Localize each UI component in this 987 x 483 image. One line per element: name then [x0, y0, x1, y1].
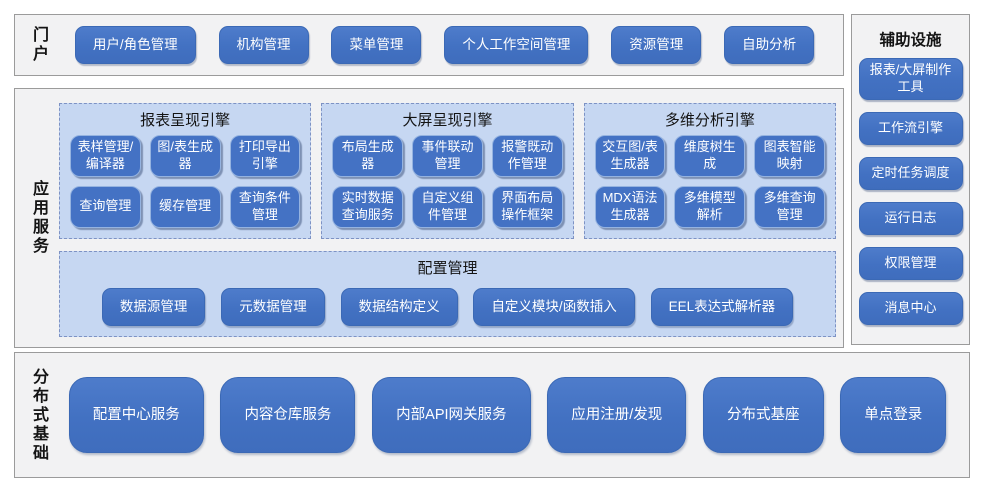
bigscreen-engine-button[interactable]: 实时数据查询服务 [332, 185, 404, 228]
report-engine-title: 报表呈现引擎 [140, 112, 231, 129]
auxiliary-facilities-title: 辅助设施 [879, 32, 942, 49]
distributed-base-section: 分布式基础 配置中心服务内容仓库服务内部API网关服务应用注册/发现分布式基座单… [14, 352, 970, 478]
olap-engine-title: 多维分析引擎 [664, 112, 755, 129]
bigscreen-engine-title: 大屏呈现引擎 [402, 112, 493, 129]
auxiliary-button[interactable]: 权限管理 [858, 246, 963, 280]
portal-button[interactable]: 资源管理 [611, 26, 702, 64]
app-services-content: 报表呈现引擎 表样管理/编译器图/表生成器打印导出引擎查询管理缓存管理查询条件管… [59, 103, 836, 337]
auxiliary-button[interactable]: 运行日志 [858, 201, 963, 235]
report-engine-panel: 报表呈现引擎 表样管理/编译器图/表生成器打印导出引擎查询管理缓存管理查询条件管… [59, 103, 312, 239]
olap-engine-button[interactable]: 多维查询管理 [754, 185, 825, 228]
bigscreen-engine-button[interactable]: 布局生成器 [332, 135, 404, 177]
app-services-section: 应用服务 报表呈现引擎 表样管理/编译器图/表生成器打印导出引擎查询管理缓存管理… [14, 88, 844, 348]
bigscreen-engine-button[interactable]: 报警既动作管理 [491, 135, 563, 177]
olap-engine-panel: 多维分析引擎 交互图/表生成器维度树生成图表智能映射 MDX语法生成器多维模型解析… [583, 103, 836, 239]
auxiliary-button[interactable]: 消息中心 [858, 291, 963, 325]
report-engine-button[interactable]: 打印导出引擎 [229, 135, 301, 177]
distributed-base-button[interactable]: 单点登录 [840, 377, 947, 453]
report-engine-button[interactable]: 缓存管理 [149, 185, 221, 228]
portal-section: 门户 用户/角色管理机构管理菜单管理个人工作空间管理资源管理自助分析 [14, 14, 844, 76]
portal-button[interactable]: 自助分析 [724, 26, 815, 64]
portal-button[interactable]: 个人工作空间管理 [444, 26, 589, 64]
olap-engine-button[interactable]: MDX语法生成器 [594, 185, 666, 228]
config-button[interactable]: EEL表达式解析器 [650, 288, 794, 327]
olap-engine-button[interactable]: 维度树生成 [674, 135, 746, 177]
olap-engine-button[interactable]: 多维模型解析 [674, 185, 746, 228]
distributed-base-button[interactable]: 内容仓库服务 [220, 377, 356, 453]
distributed-base-button[interactable]: 配置中心服务 [68, 377, 204, 453]
config-management-title: 配置管理 [417, 259, 478, 277]
auxiliary-button[interactable]: 工作流引擎 [858, 111, 963, 145]
report-engine-button[interactable]: 表样管理/编译器 [70, 135, 141, 177]
bigscreen-engine-panel: 大屏呈现引擎 布局生成器事件联动管理报警既动作管理实时数据查询服务自定义组件管理… [321, 103, 574, 239]
auxiliary-button[interactable]: 定时任务调度 [858, 156, 963, 190]
portal-button[interactable]: 菜单管理 [331, 26, 422, 64]
portal-buttons: 用户/角色管理机构管理菜单管理个人工作空间管理资源管理自助分析 [46, 26, 843, 64]
report-engine-button[interactable]: 图/表生成器 [149, 135, 221, 177]
report-engine-items: 表样管理/编译器图/表生成器打印导出引擎查询管理缓存管理查询条件管理 [70, 135, 301, 228]
distributed-base-button[interactable]: 分布式基座 [703, 377, 824, 453]
report-engine-button[interactable]: 查询条件管理 [229, 185, 301, 228]
distributed-base-button[interactable]: 内部API网关服务 [372, 377, 531, 453]
config-button[interactable]: 元数据管理 [221, 288, 325, 327]
engine-panels: 报表呈现引擎 表样管理/编译器图/表生成器打印导出引擎查询管理缓存管理查询条件管… [59, 103, 836, 239]
olap-engine-button[interactable]: 交互图/表生成器 [594, 135, 666, 177]
report-engine-button[interactable]: 查询管理 [70, 185, 141, 228]
bigscreen-engine-button[interactable]: 事件联动管理 [412, 135, 483, 177]
bigscreen-engine-button[interactable]: 自定义组件管理 [412, 185, 483, 228]
distributed-base-buttons: 配置中心服务内容仓库服务内部API网关服务应用注册/发现分布式基座单点登录 [46, 377, 969, 453]
auxiliary-button[interactable]: 报表/大屏制作工具 [858, 58, 963, 100]
config-button[interactable]: 自定义模块/函数插入 [473, 288, 635, 327]
olap-engine-items: 交互图/表生成器维度树生成图表智能映射 MDX语法生成器多维模型解析多维查询管理 [594, 135, 825, 228]
app-services-section-label: 应用服务 [30, 180, 47, 256]
portal-button[interactable]: 用户/角色管理 [74, 26, 196, 64]
olap-engine-button[interactable]: 图表智能映射 [754, 135, 825, 177]
portal-button[interactable]: 机构管理 [218, 26, 309, 64]
portal-section-label: 门户 [30, 26, 47, 64]
config-management-items: 数据源管理元数据管理数据结构定义自定义模块/函数插入 EEL表达式解析器 [60, 279, 835, 336]
auxiliary-facilities-section: 辅助设施 报表/大屏制作工具工作流引擎定时任务调度运行日志权限管理消息中心 [851, 14, 970, 345]
config-management-panel: 配置管理 数据源管理元数据管理数据结构定义自定义模块/函数插入 EEL表达式解析器 [59, 250, 836, 337]
distributed-base-label: 分布式基础 [30, 367, 47, 463]
distributed-base-button[interactable]: 应用注册/发现 [547, 377, 687, 453]
bigscreen-engine-items: 布局生成器事件联动管理报警既动作管理实时数据查询服务自定义组件管理界面布局操作框… [332, 135, 563, 228]
config-button[interactable]: 数据源管理 [101, 288, 206, 327]
auxiliary-facilities-buttons: 报表/大屏制作工具工作流引擎定时任务调度运行日志权限管理消息中心 [852, 58, 969, 325]
bigscreen-engine-button[interactable]: 界面布局操作框架 [491, 185, 563, 228]
config-button[interactable]: 数据结构定义 [340, 288, 458, 327]
